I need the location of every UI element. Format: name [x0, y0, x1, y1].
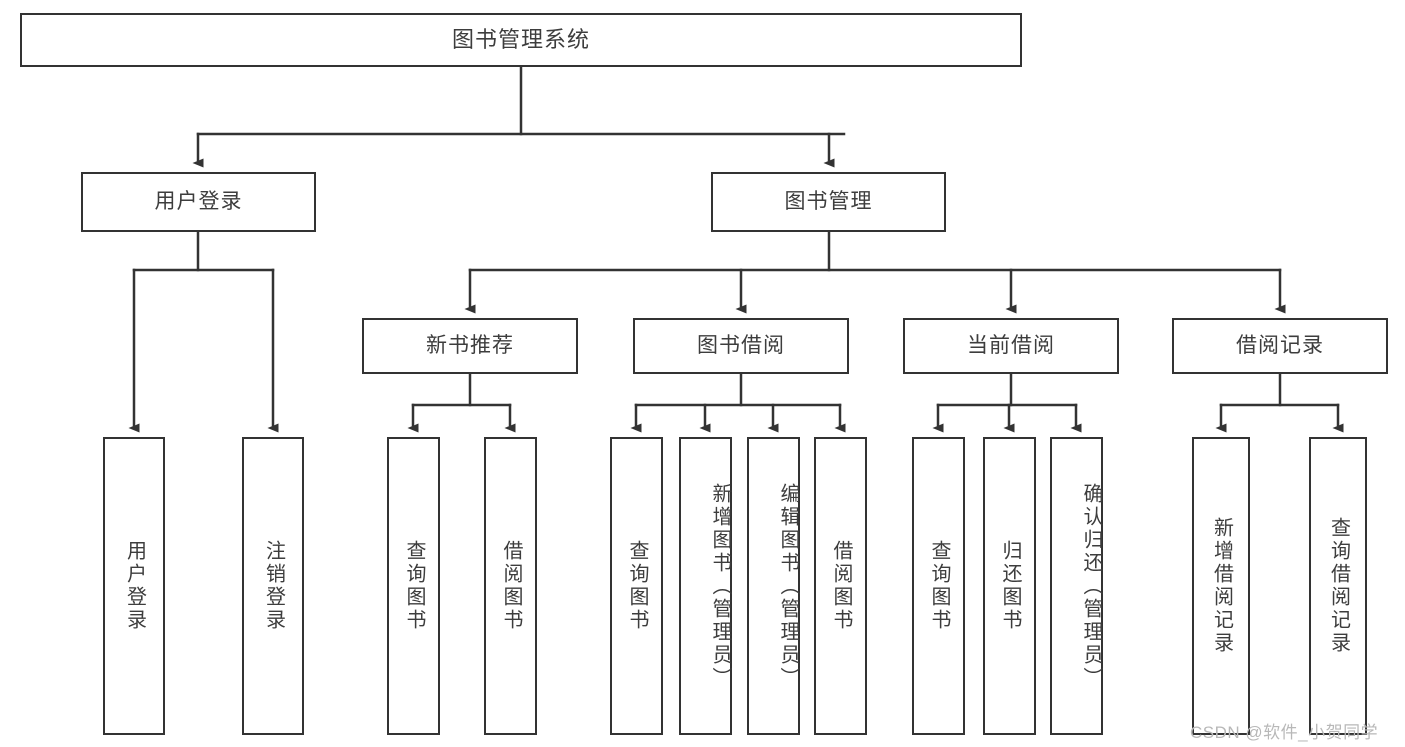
- leaf-newbook-borrow-book[interactable]: 借阅图书: [484, 437, 537, 735]
- leaf-borrow-edit-book-admin-label: 编辑图书（管理员）: [777, 482, 799, 690]
- leaf-user-logout[interactable]: 注销登录: [242, 437, 304, 735]
- leaf-record-add-record[interactable]: 新增借阅记录: [1192, 437, 1250, 735]
- leaf-newbook-query-book[interactable]: 查询图书: [387, 437, 440, 735]
- node-root[interactable]: 图书管理系统: [20, 13, 1022, 67]
- leaf-record-query-record-label: 查询借阅记录: [1327, 517, 1350, 655]
- node-book-management-label: 图书管理: [784, 189, 873, 213]
- node-root-label: 图书管理系统: [451, 27, 590, 53]
- node-current-borrow-label: 当前借阅: [967, 333, 1055, 357]
- node-new-book-recommend[interactable]: 新书推荐: [362, 318, 578, 374]
- leaf-borrow-query-book[interactable]: 查询图书: [610, 437, 663, 735]
- node-user-login-label: 用户登录: [154, 189, 243, 213]
- watermark-text: CSDN @软件_小贺同学: [1190, 723, 1379, 742]
- leaf-record-query-record[interactable]: 查询借阅记录: [1309, 437, 1367, 735]
- leaf-borrow-lend-book[interactable]: 借阅图书: [814, 437, 867, 735]
- watermark: CSDN @软件_小贺同学: [1190, 718, 1378, 743]
- leaf-current-return-book[interactable]: 归还图书: [983, 437, 1036, 735]
- leaf-newbook-borrow-book-label: 借阅图书: [500, 540, 522, 632]
- leaf-current-return-book-label: 归还图书: [999, 540, 1021, 632]
- node-borrow-record[interactable]: 借阅记录: [1172, 318, 1388, 374]
- leaf-newbook-query-book-label: 查询图书: [403, 540, 425, 632]
- leaf-user-login-label: 用户登录: [123, 540, 146, 632]
- leaf-current-confirm-return-admin-label: 确认归还（管理员）: [1080, 482, 1102, 690]
- node-user-login[interactable]: 用户登录: [81, 172, 316, 232]
- leaf-borrow-add-book-admin-label: 新增图书（管理员）: [709, 482, 731, 690]
- leaf-record-add-record-label: 新增借阅记录: [1210, 517, 1233, 655]
- node-book-borrow[interactable]: 图书借阅: [633, 318, 849, 374]
- leaf-current-confirm-return-admin[interactable]: 确认归还（管理员）: [1050, 437, 1103, 735]
- leaf-user-logout-label: 注销登录: [262, 540, 285, 632]
- leaf-current-query-book-label: 查询图书: [928, 540, 950, 632]
- leaf-borrow-query-book-label: 查询图书: [626, 540, 648, 632]
- node-new-book-recommend-label: 新书推荐: [426, 333, 514, 357]
- leaf-current-query-book[interactable]: 查询图书: [912, 437, 965, 735]
- node-book-borrow-label: 图书借阅: [697, 333, 785, 357]
- leaf-borrow-lend-book-label: 借阅图书: [830, 540, 852, 632]
- node-borrow-record-label: 借阅记录: [1236, 333, 1324, 357]
- leaf-borrow-add-book-admin[interactable]: 新增图书（管理员）: [679, 437, 732, 735]
- leaf-borrow-edit-book-admin[interactable]: 编辑图书（管理员）: [747, 437, 800, 735]
- node-book-management[interactable]: 图书管理: [711, 172, 946, 232]
- node-current-borrow[interactable]: 当前借阅: [903, 318, 1119, 374]
- leaf-user-login[interactable]: 用户登录: [103, 437, 165, 735]
